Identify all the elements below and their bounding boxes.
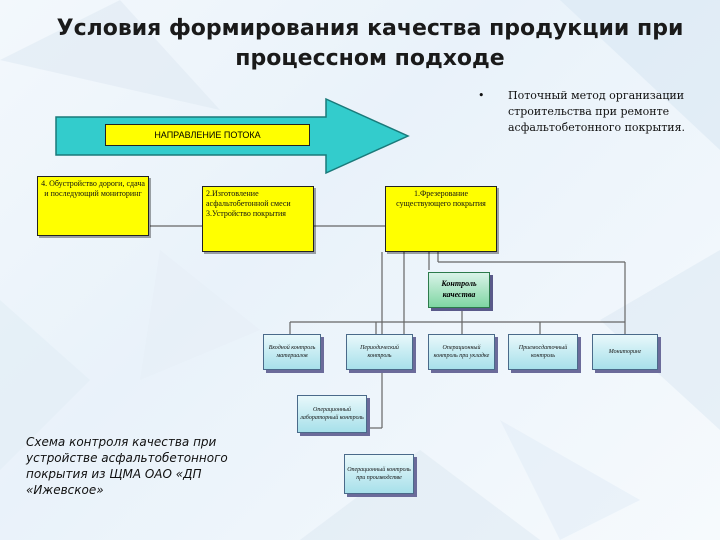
operational-lab-control-text: Операционный лабораторный контроль [300,407,364,421]
quality-control-box: Контроль качества [428,272,490,308]
monitoring-text: Мониторинг [608,349,642,355]
acceptance-control-text: Приемосдаточный контроль [518,345,568,359]
operational-laying-control-box: Операционный контроль при укладке [428,334,495,370]
stage-4-box: 4. Обустройство дороги, сдача и последую… [37,176,149,236]
operational-lab-control-box: Операционный лабораторный контроль [297,395,367,433]
page-title: Условия формирования качества продукции … [56,16,684,71]
stage-1-box: 1.Фрезерование существующего покрытия [385,186,497,252]
periodic-control-text: Периодический контроль [360,345,399,359]
incoming-control-text: Входной контроль материалов [268,345,316,359]
incoming-control-box: Входной контроль материалов [263,334,321,370]
bullet-note: • Поточный метод организации строительст… [478,88,700,136]
flow-direction-label: НАПРАВЛЕНИЕ ПОТОКА [105,124,310,146]
acceptance-control-box: Приемосдаточный контроль [508,334,578,370]
bullet-text: Поточный метод организации строительства… [508,89,686,134]
operational-laying-control-text: Операционный контроль при укладке [433,345,490,359]
periodic-control-box: Периодический контроль [346,334,413,370]
operational-production-control-box: Операционный контроль при производстве [344,454,414,494]
stage-1-text: 1.Фрезерование существующего покрытия [396,189,486,208]
operational-production-control-text: Операционный контроль при производстве [347,467,411,481]
stage-2-3-text: 2.Изготовление асфальтобетонной смеси 3.… [206,189,291,218]
diagram-caption: Схема контроля качества при устройстве а… [26,435,228,497]
stage-4-text: 4. Обустройство дороги, сдача и последую… [41,179,145,198]
bullet-marker: • [478,89,485,102]
monitoring-box: Мониторинг [592,334,658,370]
stage-2-3-box: 2.Изготовление асфальтобетонной смеси 3.… [202,186,314,252]
